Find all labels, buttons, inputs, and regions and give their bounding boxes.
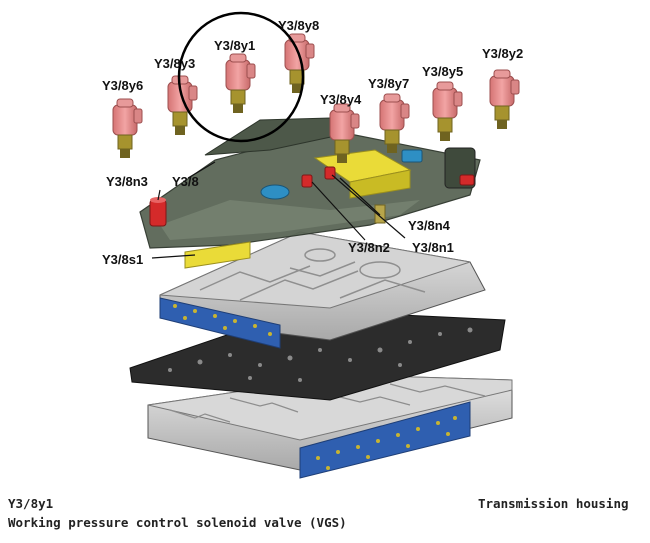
label-y3-8y7: Y3/8y7 [368,76,409,91]
highlight-circle [177,11,305,143]
label-y3-8y3: Y3/8y3 [154,56,195,71]
label-y3-8y2: Y3/8y2 [482,46,523,61]
caption-housing: Transmission housing [478,496,629,511]
caption-component-description: Working pressure control solenoid valve … [8,515,347,530]
control-unit-carrier [139,117,481,249]
solenoid-y3-8y5 [432,81,463,142]
label-y3-8y4: Y3/8y4 [320,92,362,107]
label-y3-8y6: Y3/8y6 [102,78,143,93]
solenoid-y3-8y3 [167,75,198,136]
caption-component-code: Y3/8y1 [8,496,54,511]
leader-lines [151,161,406,259]
label-y3-8n2: Y3/8n2 [348,240,390,255]
label-y3-8n1: Y3/8n1 [412,240,454,255]
label-y3-8: Y3/8 [172,174,199,189]
valve-body-exploded-diagram: Y3/8y8 Y3/8y1 Y3/8y3 Y3/8y6 Y3/8y7 Y3/8y… [102,11,523,479]
lower-blue-band [299,401,471,479]
speed-sensors [149,149,475,227]
label-y3-8n3: Y3/8n3 [106,174,148,189]
lower-valve-body [147,374,513,479]
solenoid-y3-8y1 [225,53,256,114]
component-labels: Y3/8y8 Y3/8y1 Y3/8y3 Y3/8y6 Y3/8y7 Y3/8y… [102,18,523,267]
label-y3-8y8: Y3/8y8 [278,18,319,33]
label-y3-8y1: Y3/8y1 [214,38,255,53]
upper-blue-band [159,297,281,349]
label-y3-8n4: Y3/8n4 [408,218,451,233]
solenoid-y3-8y6 [112,98,143,159]
label-y3-8s1: Y3/8s1 [102,252,143,267]
solenoid-y3-8y8 [284,33,315,94]
solenoid-y3-8y2 [489,69,520,130]
label-y3-8y5: Y3/8y5 [422,64,463,79]
